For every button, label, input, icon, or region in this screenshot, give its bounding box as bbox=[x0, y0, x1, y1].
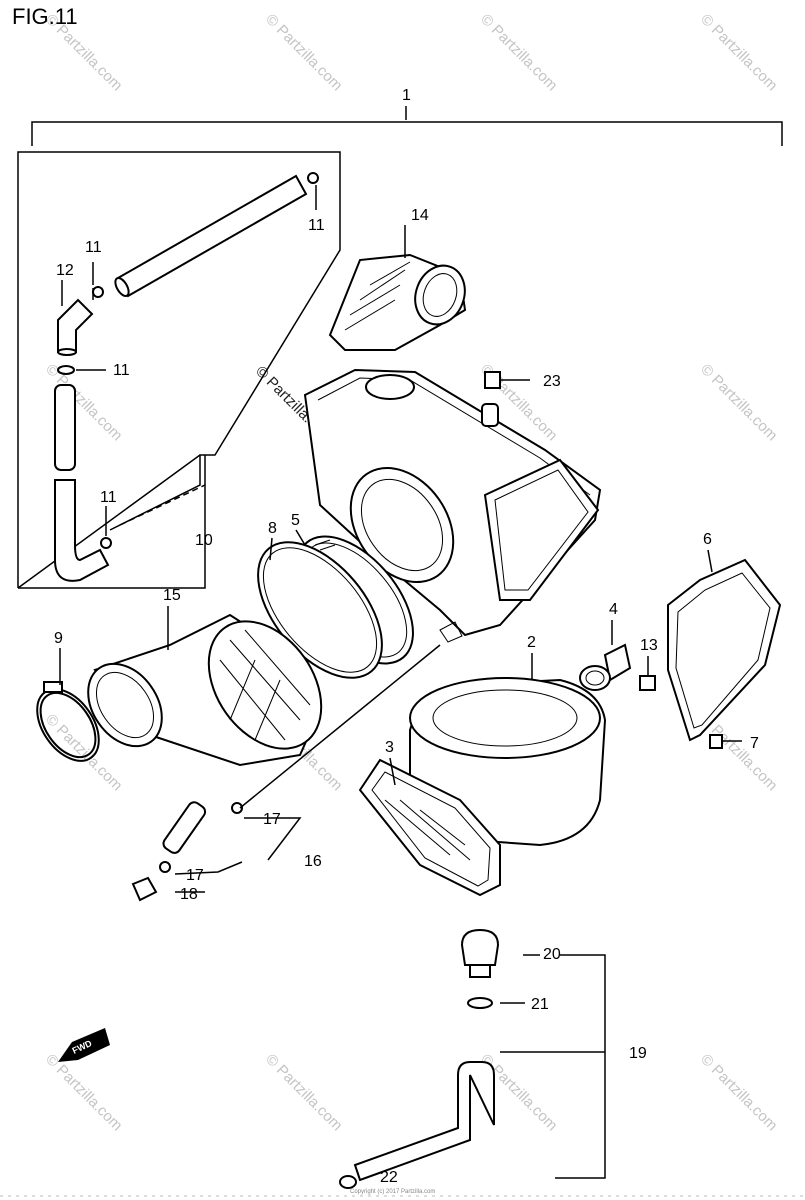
callout-4: 4 bbox=[609, 601, 618, 618]
air-cleaner-case bbox=[303, 368, 602, 643]
screw-13 bbox=[639, 668, 656, 691]
callout-1: 1 bbox=[402, 87, 411, 104]
callout-12: 12 bbox=[56, 262, 74, 279]
bolt-23 bbox=[484, 371, 530, 389]
callout-11: 11 bbox=[100, 489, 117, 506]
intake-duct bbox=[328, 253, 467, 351]
callout-13: 13 bbox=[640, 637, 658, 654]
assembly-bracket bbox=[31, 106, 783, 146]
callout-11: 11 bbox=[308, 217, 325, 234]
watermark: © Partzilla.com bbox=[262, 1051, 345, 1134]
callout-11: 11 bbox=[85, 239, 102, 256]
footer-strip: Copyright (c) 2017 Partzilla.com bbox=[0, 1189, 805, 1197]
side-cover bbox=[667, 558, 782, 742]
watermark: © Partzilla.com bbox=[477, 11, 560, 94]
callout-15: 15 bbox=[163, 587, 181, 604]
callout-21: 21 bbox=[531, 996, 549, 1013]
breather-tube bbox=[339, 928, 606, 1189]
breather-hose-group bbox=[17, 151, 341, 589]
figure-title: FIG.11 bbox=[12, 4, 78, 29]
forward-arrow-icon: FWD bbox=[58, 1028, 110, 1062]
callout-2: 2 bbox=[527, 634, 536, 651]
callout-16: 16 bbox=[304, 853, 322, 870]
callout-5: 5 bbox=[291, 512, 300, 529]
callout-7: 7 bbox=[750, 735, 759, 752]
callout-6: 6 bbox=[703, 531, 712, 548]
callout-20: 20 bbox=[543, 946, 561, 963]
callout-23: 23 bbox=[543, 373, 561, 390]
copyright-footer: Copyright (c) 2017 Partzilla.com bbox=[350, 1189, 435, 1195]
callout-10: 10 bbox=[195, 532, 213, 549]
callout-labels: 1 11 11 12 11 11 14 23 10 8 5 6 15 4 9 2… bbox=[54, 87, 759, 1186]
callout-14: 14 bbox=[411, 207, 429, 224]
callout-18: 18 bbox=[180, 886, 198, 903]
watermark: © Partzilla.com bbox=[262, 11, 345, 94]
callout-8: 8 bbox=[268, 520, 277, 537]
callout-3: 3 bbox=[385, 739, 394, 756]
screw-7 bbox=[709, 734, 742, 749]
drain-plug bbox=[579, 643, 632, 691]
watermark: © Partzilla.com bbox=[697, 1051, 780, 1134]
callout-17: 17 bbox=[186, 867, 204, 884]
watermark: © Partzilla.com bbox=[42, 1051, 125, 1134]
watermark: © Partzilla.com bbox=[697, 11, 780, 94]
hose-clamp bbox=[36, 681, 100, 762]
watermark: © Partzilla.com bbox=[697, 361, 780, 444]
callout-9: 9 bbox=[54, 630, 63, 647]
callout-11: 11 bbox=[113, 362, 130, 379]
drain-hose bbox=[131, 644, 441, 902]
inlet-funnel bbox=[87, 613, 323, 767]
callout-22: 22 bbox=[380, 1169, 398, 1186]
element-frame bbox=[358, 758, 501, 897]
callout-19: 19 bbox=[629, 1045, 647, 1062]
callout-17: 17 bbox=[263, 811, 281, 828]
